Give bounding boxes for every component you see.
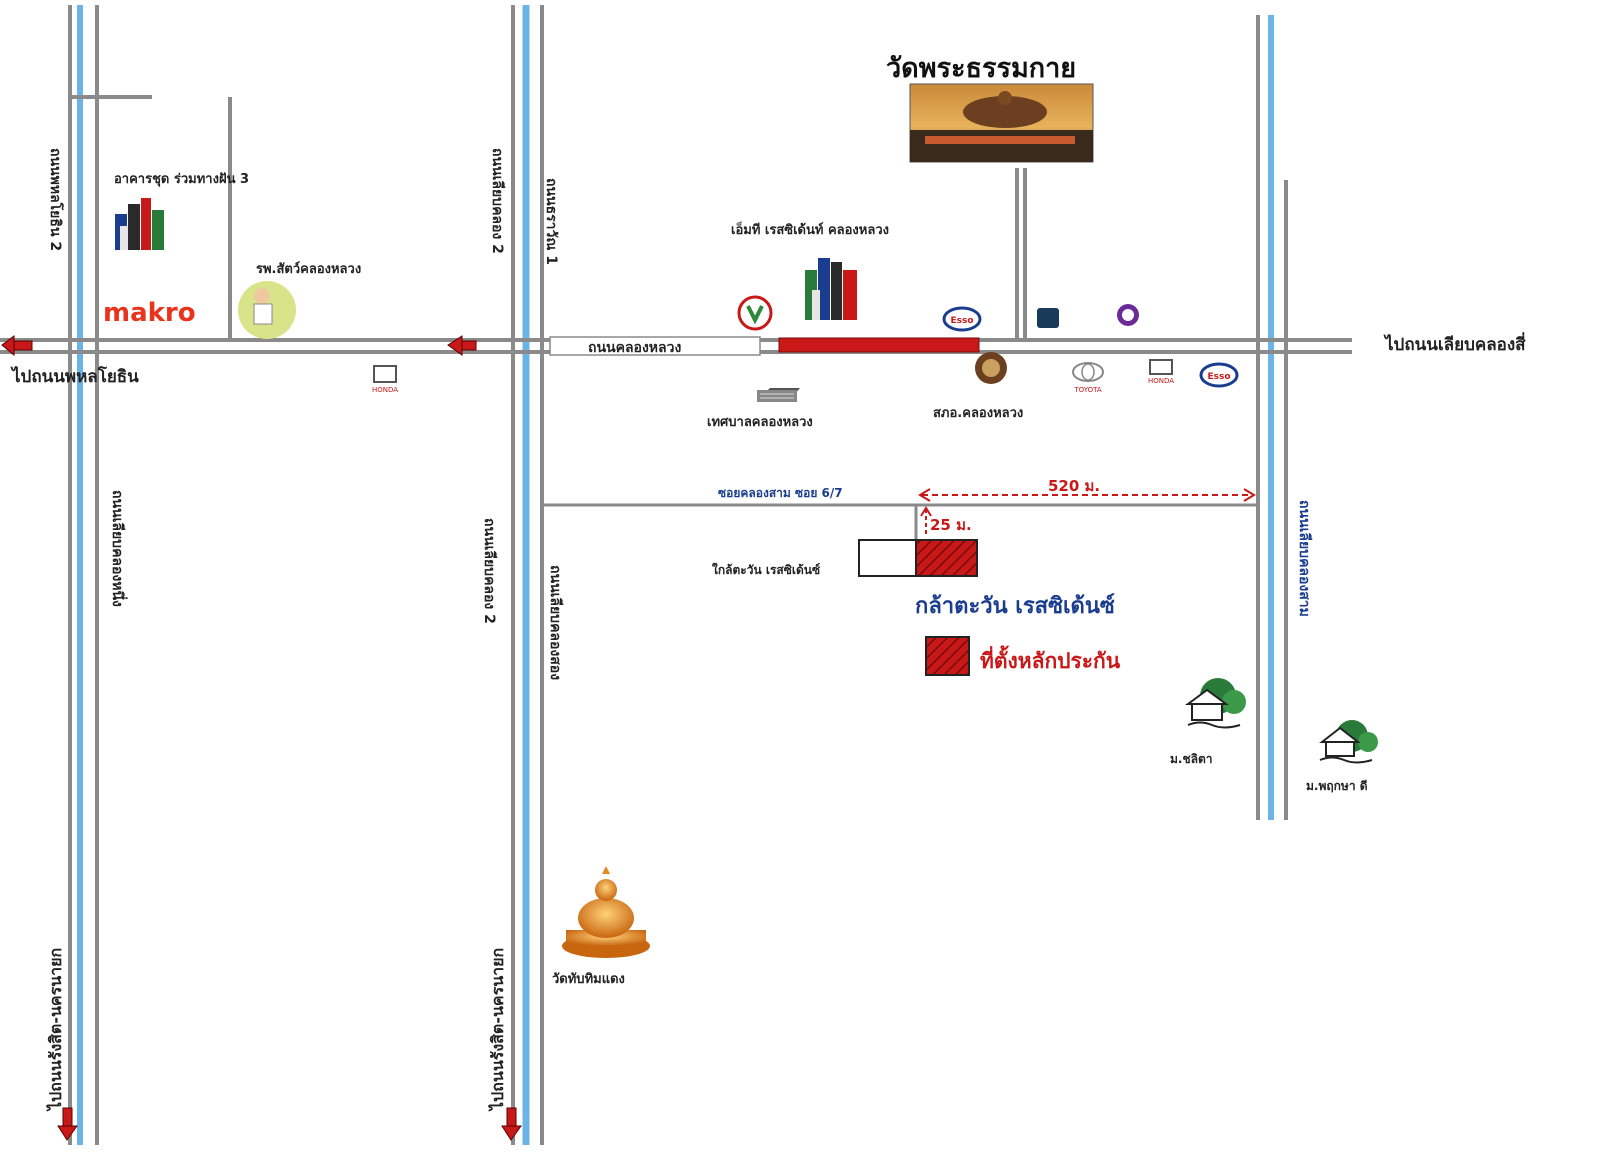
honda-text-2: HONDA xyxy=(1148,377,1174,385)
purple-logo-icon xyxy=(1117,304,1139,326)
main-road-label-box xyxy=(549,336,761,356)
bank-logo-icon xyxy=(737,295,773,331)
mt-residence-label: เอ็มที เรสซิเด้นท์ คลองหลวง xyxy=(731,223,889,238)
police-label: สภอ.คลองหลวง xyxy=(933,406,1024,421)
esso-text-2: Esso xyxy=(1207,372,1230,382)
village-icon-2 xyxy=(1319,720,1378,764)
nearby-plot xyxy=(858,539,917,577)
main-road-highlight xyxy=(778,337,980,353)
police-badge-icon xyxy=(975,352,1007,384)
makro-logo: makro xyxy=(103,298,196,328)
road-mid-left-bottom-label: ถนนเลียบคลอง 2 xyxy=(481,518,497,624)
toyota-logo: TOYOTA xyxy=(1072,362,1104,394)
esso-logo-1: Esso xyxy=(942,306,982,332)
distance-vertical-label: 25 ม. xyxy=(930,516,972,534)
soi-label: ซอยคลองสาม ซอย 6/7 xyxy=(718,486,843,500)
temple-south-label: วัดทับทิมแดง xyxy=(552,972,625,987)
municipality-label: เทศบาลคลองหลวง xyxy=(707,415,813,430)
to-south-1-label: ไปถนนรังสิต-นครนายก xyxy=(46,947,65,1110)
esso-text-1: Esso xyxy=(950,316,973,326)
distance-arrow-horizontal xyxy=(918,488,1256,502)
distance-horizontal-label: 520 ม. xyxy=(1048,477,1101,495)
klatawan-main-label: กล้าตะวัน เรสซิเด้นซ์ xyxy=(915,594,1115,619)
apartment-label: อาคารชุด ร่วมทางฝัน 3 xyxy=(114,172,250,187)
vet-hospital-icon xyxy=(238,281,296,339)
to-south-2-label: ไปถนนรังสิต-นครนายก xyxy=(488,947,507,1110)
main-road-label: ถนนคลองหลวง xyxy=(588,340,682,356)
road-left xyxy=(68,5,99,1145)
road-left-bottom-label: ถนนเลียบคลองหนึ่ง xyxy=(109,490,125,607)
honda-text-1: HONDA xyxy=(372,386,398,394)
residence-icon xyxy=(805,258,857,320)
village-2-label: ม.พฤกษา ดี xyxy=(1306,779,1368,793)
apartment-icon xyxy=(115,198,164,250)
road-mid-left-top-label: ถนนเลียบคลอง 2 xyxy=(489,148,505,254)
gas-station-logo-icon xyxy=(1037,308,1059,328)
to-right-label: ไปถนนเลียบคลองสี่ xyxy=(1385,335,1526,355)
buddha-statue-icon xyxy=(562,866,650,958)
arrow-left-mid xyxy=(447,335,477,356)
toyota-text: TOYOTA xyxy=(1073,386,1102,394)
road-right xyxy=(1256,15,1288,820)
vet-hospital-label: รพ.สัตว์คลองหลวง xyxy=(256,262,362,277)
road-mid-right-bottom-label: ถนนเลียบคลองสอง xyxy=(547,565,563,681)
arrow-down-mid xyxy=(501,1107,522,1141)
to-left-label: ไปถนนพหลโยธิน xyxy=(12,367,139,387)
honda-logo-1: HONDA xyxy=(372,365,398,394)
arrow-down-left xyxy=(57,1107,78,1141)
arrow-left-west xyxy=(1,335,33,357)
road-mid-right-top-label: ถนนธราวัณ 1 xyxy=(543,178,559,266)
distance-arrow-vertical xyxy=(920,506,932,535)
road-middle xyxy=(511,5,544,1145)
temple-photo xyxy=(909,83,1094,163)
collateral-plot xyxy=(915,539,978,577)
honda-logo-2: HONDA xyxy=(1148,359,1174,385)
municipality-icon xyxy=(757,388,800,402)
temple-title: วัดพระธรรมกาย xyxy=(886,53,1077,84)
legend-collateral-swatch xyxy=(925,636,970,676)
collateral-label: ที่ตั้งหลักประกัน xyxy=(980,649,1121,673)
village-1-label: ม.ชลิตา xyxy=(1170,752,1213,766)
road-right-label: ถนนเลียบคลองสาม xyxy=(1296,500,1312,617)
klatawan-small-label: ใกล้ตะวัน เรสซิเด้นซ์ xyxy=(712,563,821,577)
esso-logo-2: Esso xyxy=(1199,362,1239,388)
road-left-top-label: ถนนพหลโยธิน 2 xyxy=(47,148,63,252)
village-icon-1 xyxy=(1184,678,1246,729)
